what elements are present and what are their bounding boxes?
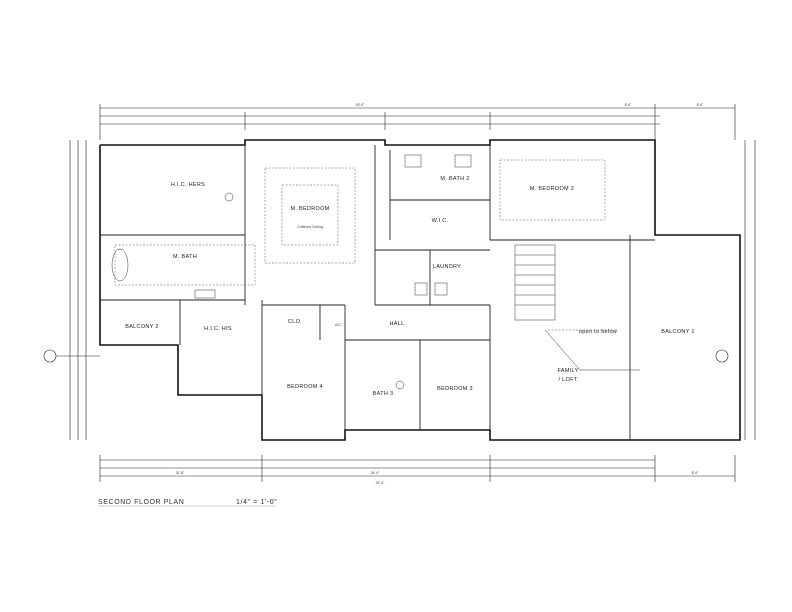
room-label-bedroom-2: M. BEDROOM 2 xyxy=(530,186,574,192)
label-open-to-below: open to below xyxy=(579,329,617,335)
room-label-hic-hers: H.I.C. HERS xyxy=(171,182,205,188)
room-label-laundry: LAUNDRY xyxy=(433,264,461,270)
dim-right-sub: 8'-0" xyxy=(692,471,700,475)
room-label-hall: HALL xyxy=(390,321,405,327)
room-label-bath-3: BATH 3 xyxy=(373,391,394,397)
section-marker-icon xyxy=(43,349,100,363)
dim-overall-bottom: 93'-0" xyxy=(376,481,385,485)
room-label-bedroom-3: BEDROOM 3 xyxy=(437,386,473,392)
dim-left-sub: 32'-8" xyxy=(176,471,185,475)
dim-overall-top: 93'-0" xyxy=(356,103,365,107)
dim-right-top-2: 8'-0" xyxy=(697,103,705,107)
label-ac: A/C xyxy=(335,323,341,327)
room-ceiling-master-bedroom: Coffered Ceiling xyxy=(297,225,323,229)
drawing-title: SECOND FLOOR PLAN xyxy=(98,499,184,506)
room-label-hic-his: H.I.C. HIS xyxy=(204,326,232,332)
room-label-family: FAMILY xyxy=(558,368,579,374)
section-marker-right-icon xyxy=(715,349,729,363)
room-label-master-bath: M. BATH xyxy=(173,254,197,260)
room-label-balcony-1: BALCONY 1 xyxy=(661,329,694,335)
room-label-bedroom-4: BEDROOM 4 xyxy=(287,384,323,390)
room-label-wic: W.I.C. xyxy=(432,218,449,224)
dim-right-top: 8'-0" xyxy=(625,103,633,107)
room-label-master-bath-2: M. BATH 2 xyxy=(440,176,469,182)
room-label-balcony-2: BALCONY 2 xyxy=(125,324,158,330)
room-label-master-bedroom: M. BEDROOM xyxy=(290,206,329,212)
dim-mid-sub: 34'-4" xyxy=(371,471,380,475)
drawing-scale: 1/4" = 1'-0" xyxy=(236,499,277,506)
room-label-loft: / LOFT xyxy=(559,377,578,383)
room-label-closet: CLO. xyxy=(288,319,302,325)
